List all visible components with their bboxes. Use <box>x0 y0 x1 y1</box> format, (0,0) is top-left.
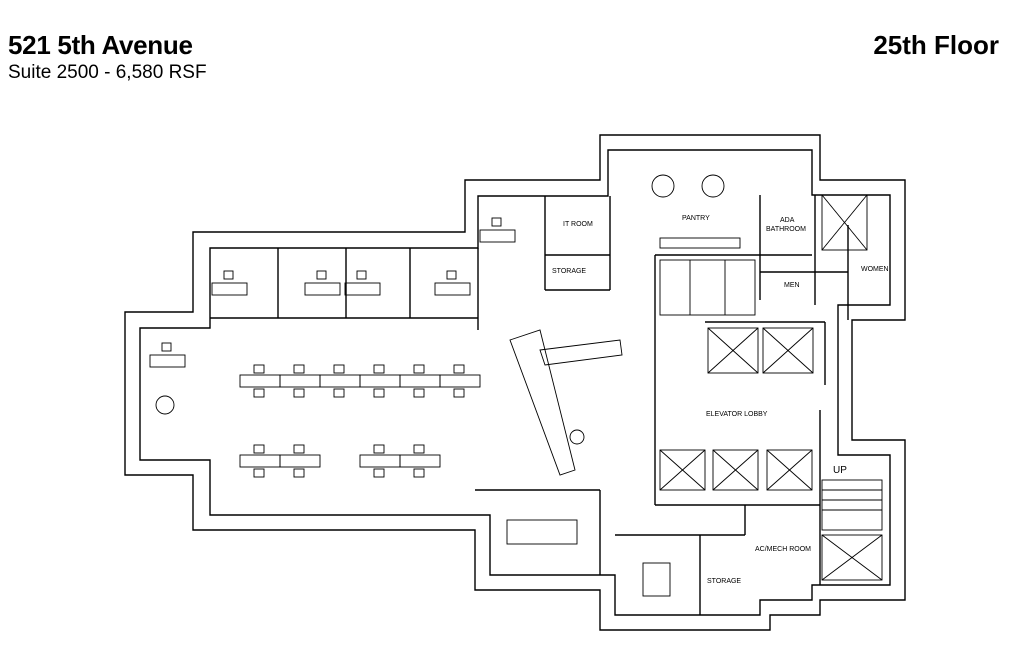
elevator <box>712 449 759 491</box>
chair <box>356 270 367 280</box>
elevator-cross <box>766 449 813 491</box>
chair <box>491 217 502 227</box>
chair <box>373 468 385 478</box>
exterior-walls <box>124 134 906 631</box>
label-storage-north: STORAGE <box>552 268 586 275</box>
pantry-tables <box>155 174 725 445</box>
label-stair-up: UP <box>833 465 847 476</box>
reception-desk-2 <box>539 339 623 366</box>
chair <box>253 468 265 478</box>
elevator-cross <box>762 327 814 374</box>
chair <box>413 364 425 374</box>
label-elevator-lobby: ELEVATOR LOBBY <box>706 411 768 418</box>
chair <box>333 364 345 374</box>
chair <box>293 468 305 478</box>
elevator-cross <box>707 327 759 374</box>
label-ada-bathroom-1: ADA <box>780 217 795 224</box>
label-it-room: IT ROOM <box>563 221 593 228</box>
workstation-desk <box>359 374 401 388</box>
elevator-cross <box>821 194 868 251</box>
office-desk <box>344 282 381 296</box>
workstation-desk <box>399 374 441 388</box>
chair <box>161 342 172 352</box>
workstation-desk <box>319 374 361 388</box>
elevator <box>821 534 883 581</box>
workstation-desk <box>279 374 321 388</box>
elevator-cross <box>821 534 883 581</box>
chair <box>453 364 465 374</box>
elevator-cross <box>659 449 706 491</box>
elevator <box>707 327 759 374</box>
chair <box>223 270 234 280</box>
workstation-desk <box>359 454 401 468</box>
office-desk <box>479 229 516 243</box>
elevator <box>659 449 706 491</box>
elevator-cross <box>712 449 759 491</box>
office-desk <box>304 282 341 296</box>
label-ac-mech-room: AC/MECH ROOM <box>755 546 811 553</box>
chair <box>253 388 265 398</box>
suite-info: Suite 2500 - 6,580 RSF <box>8 62 207 83</box>
chair <box>293 388 305 398</box>
conference-tables <box>506 237 741 597</box>
workstation-desk <box>399 454 441 468</box>
label-ada-bathroom-2: BATHROOM <box>766 226 806 233</box>
office-desk <box>211 282 248 296</box>
elevator-shafts <box>659 194 883 581</box>
chair <box>293 444 305 454</box>
chair <box>293 364 305 374</box>
label-pantry: PANTRY <box>682 215 710 222</box>
interior-walls <box>210 195 849 615</box>
chair <box>413 388 425 398</box>
workstations <box>149 217 516 478</box>
chair <box>413 468 425 478</box>
office-desk <box>434 282 471 296</box>
floor-label: 25th Floor <box>873 30 999 60</box>
workstation-desk <box>439 374 481 388</box>
chair <box>373 444 385 454</box>
label-men: MEN <box>784 282 800 289</box>
chair <box>373 388 385 398</box>
office-desk <box>149 354 186 368</box>
reception-desk <box>509 329 576 476</box>
chair <box>446 270 457 280</box>
chair <box>413 444 425 454</box>
chair <box>373 364 385 374</box>
building-address: 521 5th Avenue <box>8 30 193 60</box>
chair <box>253 364 265 374</box>
workstation-desk <box>239 374 281 388</box>
chair <box>253 444 265 454</box>
chair <box>333 388 345 398</box>
chair <box>316 270 327 280</box>
chair <box>453 388 465 398</box>
elevator <box>762 327 814 374</box>
workstation-desk <box>239 454 281 468</box>
label-storage-south: STORAGE <box>707 578 741 585</box>
elevator <box>766 449 813 491</box>
workstation-desk <box>279 454 321 468</box>
elevator <box>821 194 868 251</box>
stairs <box>659 259 883 531</box>
label-women: WOMEN <box>861 266 889 273</box>
